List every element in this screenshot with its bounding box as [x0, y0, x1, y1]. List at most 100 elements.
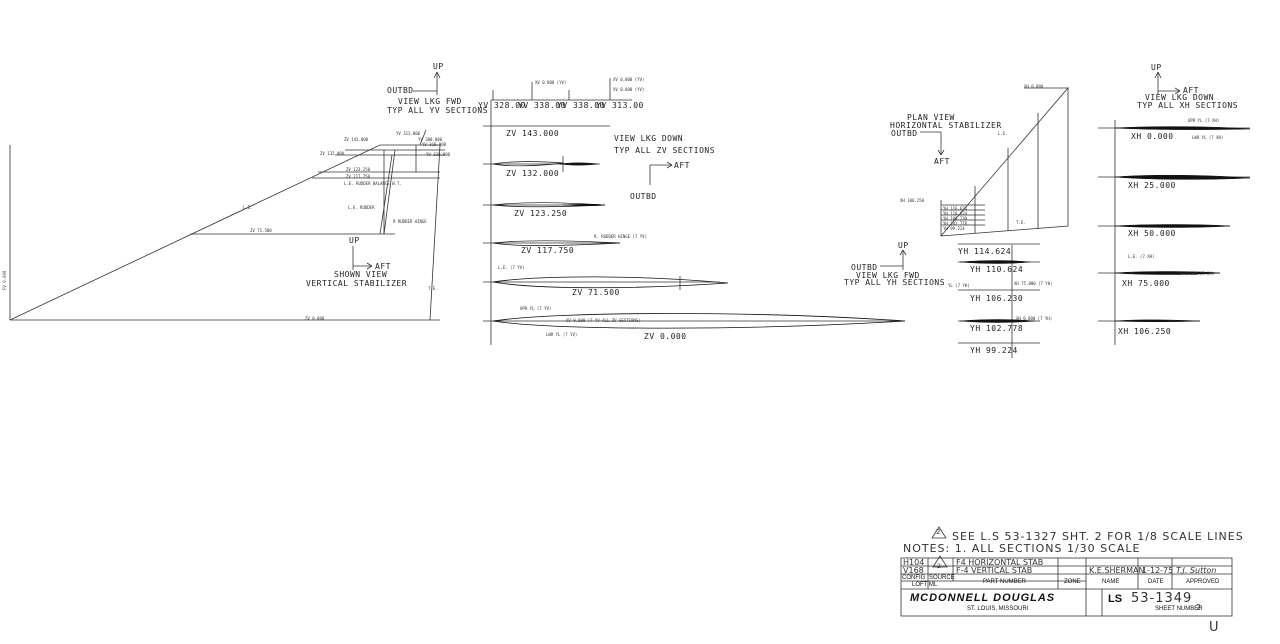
vs-yv-note-1: YV 313.000	[396, 131, 421, 136]
xh-caption-2: TYP ALL XH SECTIONS	[1137, 101, 1239, 110]
vs-zv-note-5: ZV 71.500	[250, 228, 272, 233]
hs-plan-te: T.E.	[1016, 220, 1026, 225]
hs-plan-aft: AFT	[934, 157, 950, 166]
tb-name: K.E.SHERMAN	[1089, 566, 1145, 575]
tb-h-part: PART NUMBER	[983, 579, 1027, 585]
vs-zv-note-3: ZV 123.250	[346, 167, 371, 172]
vs-up-label: UP	[433, 62, 444, 71]
tb-company: MCDONNELL DOUGLAS	[910, 592, 1056, 604]
zv-top-note-1: XV 0.000 (YV)	[535, 80, 567, 85]
vs-zv-note-4: ZV 117.750	[346, 174, 371, 179]
vs-view-up: UP	[349, 236, 360, 245]
hs-plan-caption-2: HORIZONTAL STABILIZER	[890, 121, 1002, 130]
notes-line-1: SEE L.S 53-1327 SHT. 2 FOR 1/8 SCALE LIN…	[952, 530, 1244, 543]
notes-flag: 2	[936, 528, 942, 536]
zv-section-4: ZV 117.750	[521, 246, 575, 255]
hs-plan-yh-5: YH 99.224	[943, 226, 965, 231]
zv-section-3: ZV 123.250	[514, 209, 568, 218]
zv-top-label-3: YV 338.00	[557, 101, 605, 110]
xh-section-1: XH 0.000	[1131, 132, 1174, 141]
yh-note-xh75: XH 75.000 (7 YH)	[1014, 281, 1053, 286]
xh-section-5: XH 106.250	[1118, 327, 1172, 336]
yh-note-xh0: XH 0.000 (7 YH)	[1016, 316, 1053, 321]
vs-note-hinge: R RUDDER HINGE	[393, 219, 427, 224]
tb-h-config: CONFIG	[902, 575, 926, 581]
zv-top-label-2: YV 338.00	[518, 101, 566, 110]
zv-top-label-1: YV 328.00	[478, 101, 526, 110]
zv-top-note-3: XV 0.000 (YV)	[613, 87, 645, 92]
xh-aft: AFT	[1183, 86, 1199, 95]
tb-city: ST. LOUIS, MISSOURI	[967, 606, 1029, 612]
vs-note-te: T.E.	[428, 286, 438, 291]
vs-caption-2: TYP ALL YV SECTIONS	[387, 106, 489, 115]
zv-outbd: OUTBD	[630, 192, 657, 201]
vs-note-rudder: L.E. RUDDER	[348, 205, 375, 210]
vs-zv-note-6: ZV 0.000	[305, 316, 325, 321]
yh-section-2: YH 110.624	[970, 265, 1024, 274]
xh-note-zh: ZH 0.000 (7 XH)	[1178, 271, 1215, 276]
tb-config-1: H104	[903, 558, 925, 567]
yh-section-3: YH 106.230	[970, 294, 1024, 303]
tb-h-date: DATE	[1148, 579, 1164, 585]
hs-plan-caption-1: PLAN VIEW	[907, 113, 955, 122]
vs-note-fv: FV 0.000	[2, 270, 7, 290]
zv-section-1: ZV 143.000	[506, 129, 560, 138]
zv-section-5: ZV 71.500	[572, 288, 620, 297]
xh-section-3: XH 50.000	[1128, 229, 1176, 238]
zv-aft: AFT	[674, 161, 690, 170]
hs-plan-xh0: XH 0.000	[1024, 84, 1044, 89]
yh-outbd: OUTBD	[851, 263, 878, 272]
tb-h-approved: APPROVED	[1186, 579, 1220, 585]
vs-note-balance: L.E. RUDDER BALANCE W.T.	[344, 181, 402, 186]
tb-rev-flag: 2	[937, 563, 941, 570]
hs-plan-xh106: XH 106.250	[900, 198, 925, 203]
vs-yv-note-3: YV 318.000	[422, 142, 447, 147]
zv-note-upr: UPR YL (7 YV)	[520, 306, 552, 311]
zv-section-2: ZV 132.000	[506, 169, 560, 178]
yh-section-5: YH 99.224	[970, 346, 1018, 355]
zv-section-6: ZV 0.000	[644, 332, 687, 341]
tb-date: 1-12-75	[1142, 566, 1174, 575]
tb-h-name: NAME	[1102, 579, 1120, 585]
tb-approved-sig: T.J. Sutton	[1176, 566, 1217, 575]
xh-section-4: XH 75.000	[1122, 279, 1170, 288]
hs-plan-yh-2: YH 110.624	[943, 211, 968, 216]
xh-section-2: XH 25.000	[1128, 181, 1176, 190]
yh-up: UP	[898, 241, 909, 250]
tb-h-loft: LOFT ML	[912, 582, 938, 588]
zv-note-hinge: R. RUDDER HINGE (7 YV)	[594, 234, 647, 239]
vs-view-2: VERTICAL STABILIZER	[306, 279, 408, 288]
vs-view-aft: AFT	[375, 262, 391, 271]
xh-up: UP	[1151, 63, 1162, 72]
vs-zv-note-1: ZV 143.000	[344, 137, 369, 142]
yh-caption-2: TYP ALL YH SECTIONS	[844, 278, 946, 287]
hs-plan-yh-4: YH 102.778	[943, 221, 968, 226]
hs-plan-outbd: OUTBD	[891, 129, 918, 138]
hs-plan-le: L.E.	[998, 131, 1008, 136]
hs-plan-yh-1: YH 116.624	[943, 206, 968, 211]
tb-ls: LS	[1108, 593, 1123, 605]
tb-part-1: F4 HORIZONTAL STAB	[956, 558, 1044, 567]
tb-corner-mark: U	[1209, 620, 1219, 635]
vs-yv-note-4: YV 330.000	[426, 152, 451, 157]
tb-config-2: V168	[903, 566, 924, 575]
xh-caption-1: VIEW LKG DOWN	[1145, 93, 1215, 102]
tb-drawing-number: 53-1349	[1131, 591, 1193, 606]
xh-note-le: L.E. (7 XH)	[1128, 254, 1155, 259]
vs-outbd-label: OUTBD	[387, 86, 414, 95]
vs-yv-note-2: YV 308.000	[418, 137, 443, 142]
yh-caption-1: VIEW LKG FWD	[856, 271, 920, 280]
zv-note-lwr: LWR YL (7 YV)	[546, 332, 578, 337]
zv-top-note-2: XV 0.000 (YV)	[613, 77, 645, 82]
yh-section-1: YH 114.624	[958, 247, 1012, 256]
hs-plan-yh-3: YH 106.230	[943, 216, 968, 221]
zv-caption-2: TYP ALL ZV SECTIONS	[614, 146, 716, 155]
xh-note-lwr: LWR YL (7 XH)	[1192, 135, 1224, 140]
notes-line-2: NOTES: 1. ALL SECTIONS 1/30 SCALE	[903, 542, 1141, 555]
tb-sheet-label: SHEET NUMBER	[1155, 606, 1203, 612]
tb-h-zone: ZONE	[1064, 579, 1081, 585]
vs-caption-1: VIEW LKG FWD	[398, 97, 462, 106]
tb-part-2: F-4 VERTICAL STAB	[956, 566, 1033, 575]
vs-view-1: SHOWN VIEW	[334, 270, 388, 279]
